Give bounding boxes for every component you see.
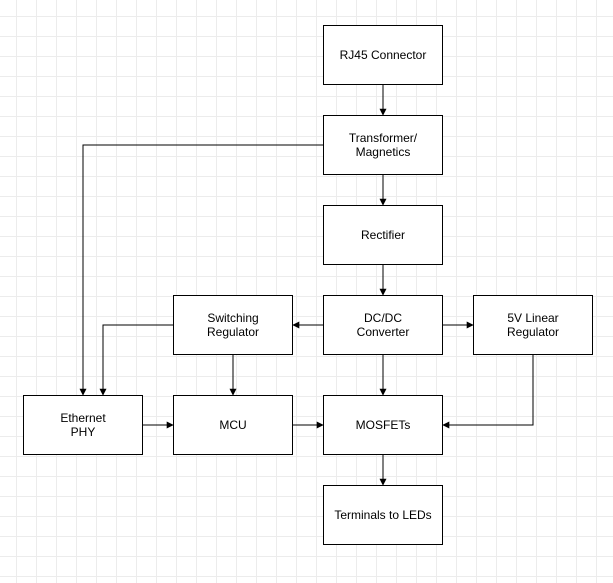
rj45-connector-box: RJ45 Connector [323, 25, 443, 85]
rectifier-label: Rectifier [360, 228, 405, 242]
ethernet-phy-label: Ethernet PHY [60, 411, 106, 439]
arrow-transformer-to-phy [79, 144, 323, 396]
mcu-box: MCU [173, 395, 293, 455]
mcu-label: MCU [219, 418, 247, 432]
mosfets-box: MOSFETs [323, 395, 443, 455]
arrow-switching-to-phy [99, 324, 173, 396]
transformer-magnetics-box: Transformer/ Magnetics [323, 115, 443, 175]
switching-regulator-label: Switching Regulator [206, 311, 260, 339]
dcdc-converter-box: DC/DC Converter [323, 295, 443, 355]
terminals-to-leds-box: Terminals to LEDs [323, 485, 443, 545]
rj45-connector-label: RJ45 Connector [339, 48, 427, 62]
mosfets-label: MOSFETs [355, 418, 411, 432]
linear-regulator-box: 5V Linear Regulator [473, 295, 593, 355]
dcdc-converter-label: DC/DC Converter [356, 311, 410, 339]
terminals-to-leds-label: Terminals to LEDs [334, 508, 432, 522]
arrow-linear5v-to-mosfets [442, 355, 534, 429]
transformer-magnetics-label: Transformer/ Magnetics [348, 131, 418, 159]
ethernet-phy-box: Ethernet PHY [23, 395, 143, 455]
linear-regulator-label: 5V Linear Regulator [506, 311, 560, 339]
rectifier-box: Rectifier [323, 205, 443, 265]
switching-regulator-box: Switching Regulator [173, 295, 293, 355]
